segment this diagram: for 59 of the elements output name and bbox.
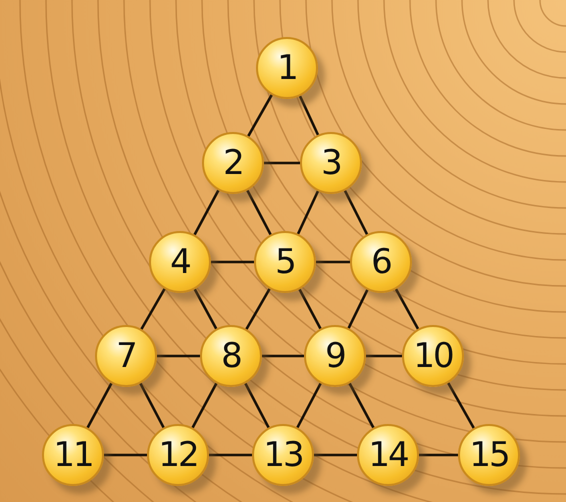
- connector-line: [314, 454, 357, 456]
- peg-number: 11: [53, 438, 93, 472]
- connector-line: [316, 260, 350, 264]
- peg-number: 8: [221, 339, 241, 373]
- connector-line: [244, 382, 270, 428]
- peg-number: 9: [325, 339, 345, 373]
- connector-line: [394, 288, 420, 330]
- numbered-ball: [300, 132, 362, 194]
- peg-number: 2: [223, 146, 243, 180]
- connector-line: [104, 454, 147, 456]
- connector-line: [140, 288, 166, 330]
- numbered-ball: [149, 231, 211, 293]
- connector-line: [344, 190, 368, 235]
- numbered-ball: [254, 231, 316, 293]
- numbered-ball: [458, 424, 520, 486]
- connector-line: [296, 382, 322, 428]
- peg-number: 1: [277, 51, 297, 85]
- connector-line: [298, 288, 322, 330]
- peg-number: 10: [413, 339, 453, 373]
- peg-number: 12: [158, 438, 198, 472]
- numbered-ball: [350, 231, 412, 293]
- connector-line: [296, 190, 320, 234]
- numbered-ball: [357, 424, 419, 486]
- connector-line: [194, 288, 218, 330]
- numbered-ball: [200, 325, 262, 387]
- connector-line: [193, 190, 220, 236]
- connector-line: [86, 382, 113, 428]
- connector-line: [419, 454, 458, 456]
- peg-number: 15: [469, 438, 509, 472]
- connector-line: [262, 354, 304, 358]
- peg-number: 5: [275, 245, 295, 279]
- connector-line: [209, 454, 252, 456]
- connector-line: [347, 289, 369, 329]
- connector-line: [264, 162, 300, 164]
- peg-number: 6: [371, 245, 391, 279]
- peg-number: 7: [116, 339, 136, 373]
- connector-line: [139, 382, 165, 428]
- connector-line: [246, 190, 272, 236]
- connector-line: [191, 382, 218, 428]
- numbered-ball: [202, 132, 264, 194]
- numbered-ball: [147, 424, 209, 486]
- connector-line: [247, 94, 273, 137]
- peg-number: 3: [321, 146, 341, 180]
- connector-line: [245, 288, 271, 330]
- numbered-ball: [304, 325, 366, 387]
- peg-number: 14: [368, 438, 408, 472]
- connector-line: [211, 260, 254, 264]
- numbered-ball: [252, 424, 314, 486]
- numbered-ball: [95, 325, 157, 387]
- connector-line: [157, 354, 200, 358]
- peg-number: 4: [170, 245, 190, 279]
- numbered-ball: [256, 37, 318, 99]
- numbered-ball: [42, 424, 104, 486]
- connector-line: [447, 382, 475, 429]
- connector-line: [298, 96, 320, 136]
- peg-number: 13: [263, 438, 303, 472]
- connector-line: [366, 354, 402, 358]
- numbered-ball: [402, 325, 464, 387]
- connector-line: [348, 382, 375, 428]
